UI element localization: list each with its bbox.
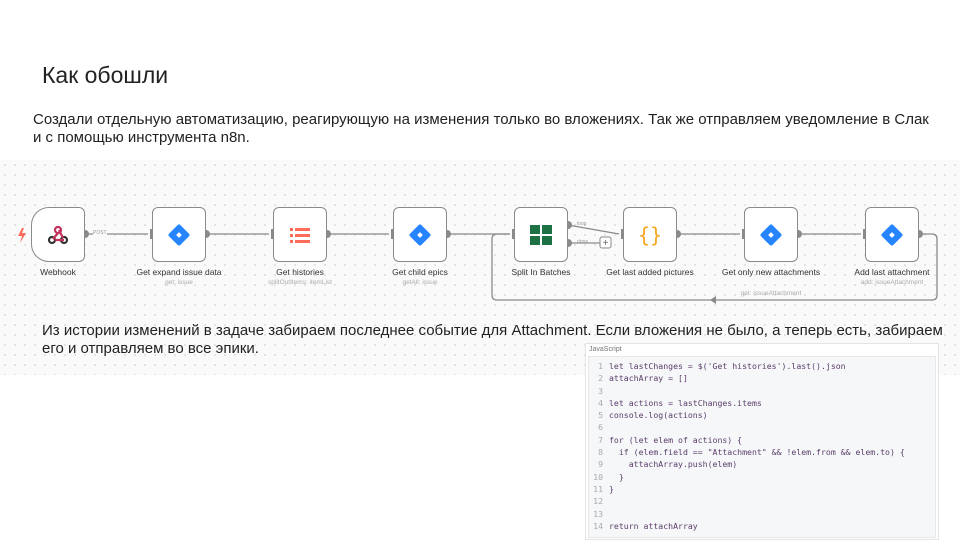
jira-icon — [408, 223, 432, 246]
code-text: if (elem.field == "Attachment" && !elem.… — [609, 447, 905, 458]
node-get-histories[interactable] — [273, 207, 327, 262]
code-text: attachArray = [] — [609, 373, 688, 384]
node-label: Split In Batches — [511, 267, 571, 277]
node-get-last-added-pictures[interactable]: {} — [623, 207, 677, 262]
trigger-bolt-icon — [18, 228, 26, 243]
code-line: 3 — [589, 385, 935, 397]
code-line: 12 — [589, 495, 935, 507]
code-line: 14 return attachArray — [589, 520, 935, 532]
node-get-expand-issue-data[interactable] — [152, 207, 206, 262]
grid-icon — [530, 224, 552, 245]
node-label: Get expand issue data — [136, 267, 222, 277]
node-split-in-batches[interactable] — [514, 207, 568, 262]
node-subtitle: add: issueAttachment — [860, 279, 924, 286]
workflow-canvas[interactable] — [0, 160, 960, 375]
node-label: Add last attachment — [854, 267, 930, 277]
code-line: 11} — [589, 483, 935, 495]
code-text: attachArray.push(elem) — [609, 459, 738, 470]
code-text: for (let elem of actions) { — [609, 434, 743, 445]
jira-icon — [880, 223, 904, 246]
line-number: 2 — [598, 373, 603, 384]
code-line: 4 let actions = lastChanges.items — [589, 397, 935, 409]
node-get-child-epics[interactable] — [393, 207, 447, 262]
line-number: 8 — [598, 447, 603, 458]
code-line: 10 } — [589, 471, 935, 483]
code-text: let actions = lastChanges.items — [609, 397, 762, 408]
edge-label-done: done — [577, 239, 589, 245]
node-label: Get last added pictures — [606, 267, 694, 277]
node-label: Get only new attachments — [721, 267, 821, 277]
edge-label-loop: loop — [577, 221, 587, 227]
edge-label-post: POST — [93, 230, 107, 236]
code-text: return attachArray — [609, 520, 698, 531]
line-number: 9 — [598, 459, 603, 470]
node-subtitle: get: issue — [165, 279, 193, 286]
node-subtitle: splitOutItems: itemList — [268, 279, 332, 286]
code-line: 2 attachArray = [] — [589, 372, 935, 384]
line-number: 12 — [593, 496, 603, 507]
line-number: 11 — [593, 483, 603, 494]
node-label: Webhook — [40, 267, 76, 277]
code-language-label: JavaScript — [589, 346, 622, 353]
node-label: Get child epics — [392, 267, 448, 277]
add-node-button[interactable] — [599, 236, 612, 249]
node-subtitle: get: issueAttachment — [740, 290, 802, 297]
braces-icon: {} — [637, 222, 663, 247]
list-icon — [290, 227, 310, 243]
node-webhook[interactable] — [31, 207, 85, 262]
line-number: 5 — [598, 410, 603, 421]
line-number: 10 — [593, 471, 603, 482]
code-line: 9 attachArray.push(elem) — [589, 458, 935, 470]
code-body[interactable]: 1 let lastChanges = $('Get histories').la… — [588, 356, 936, 538]
code-line: 6 — [589, 421, 935, 433]
node-label: Get histories — [276, 267, 324, 277]
code-text: console.log(actions) — [609, 410, 708, 421]
code-line: 13 — [589, 508, 935, 520]
code-line: 8 if (elem.field == "Attachment" && !ele… — [589, 446, 935, 458]
code-line: 5 console.log(actions) — [589, 409, 935, 421]
line-number: 6 — [598, 422, 603, 433]
intro-text: Создали отдельную автоматизацию, реагиру… — [33, 111, 929, 146]
code-line: 7 for (let elem of actions) { — [589, 434, 935, 446]
webhook-icon — [47, 225, 69, 244]
node-subtitle: getAll: issue — [402, 279, 438, 286]
line-number: 14 — [593, 520, 603, 531]
node-get-only-new-attachments[interactable] — [744, 207, 798, 262]
jira-icon — [759, 223, 783, 246]
jira-icon — [167, 223, 191, 246]
code-editor[interactable]: JavaScript 1 let lastChanges = $('Get his… — [585, 343, 939, 540]
line-number: 1 — [598, 361, 603, 371]
line-number: 7 — [598, 434, 603, 445]
line-number: 13 — [593, 508, 603, 519]
code-text: let lastChanges = $('Get histories').las… — [609, 361, 846, 371]
code-text: } — [609, 483, 614, 494]
line-number: 4 — [598, 397, 603, 408]
line-number: 3 — [598, 385, 603, 396]
node-add-last-attachment[interactable] — [865, 207, 919, 262]
slide-title: Как обошли — [42, 62, 169, 88]
code-line: 1 let lastChanges = $('Get histories').la… — [589, 360, 935, 372]
svg-text:+: + — [603, 238, 609, 249]
note-text: Из истории изменений в задаче забираем п… — [42, 322, 943, 357]
code-text: } — [609, 471, 624, 482]
